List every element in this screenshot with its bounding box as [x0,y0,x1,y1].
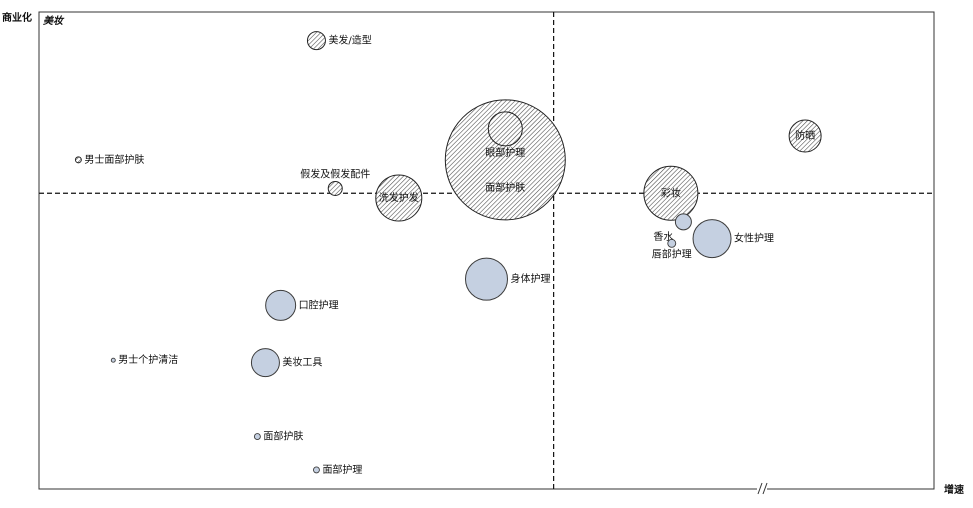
bubble-label-7: 彩妆 [661,186,681,199]
panel-title: 美妆 [43,15,65,27]
bubble-label-1: 男士面部护肤 [84,153,144,166]
bubble-4 [444,99,566,221]
bubble-3 [375,174,423,222]
bubble-label-13: 美妆工具 [282,356,322,369]
bubble-label-5: 眼部护理 [485,146,525,159]
bubble-label-15: 面部护肤 [263,430,303,443]
bubble-label-6: 防晒 [795,129,815,142]
bubble-layer [74,31,822,474]
bubble-label-3: 洗发护发 [379,191,419,204]
plot-frame [38,11,935,490]
bubble-15 [253,433,261,440]
bubble-7 [643,165,699,221]
bubble-10 [692,219,732,259]
y-axis-label: 商业化 [2,11,32,24]
bubble-label-9: 唇部护理 [652,247,692,260]
bubble-5 [487,111,523,147]
bubble-label-12: 口腔护理 [299,298,339,311]
bubble-label-16: 面部护理 [322,463,362,476]
bubble-label-8: 香水 [653,231,673,243]
bubble-label-10: 女性护理 [734,232,774,245]
bubble-label-0: 美发/造型 [328,34,371,47]
bubble-11 [465,257,508,301]
bubble-9 [667,238,677,248]
x-axis-label: 增速 [944,483,964,496]
bubble-16 [313,466,320,474]
bubble-label-14: 男士个护清洁 [118,353,178,366]
bubble-13 [250,348,280,378]
bubble-label-4: 面部护肤 [485,181,525,194]
bubble-label-11: 身体护理 [511,272,551,285]
label-layer: 美发/造型男士面部护肤假发及假发配件洗发护发面部护肤眼部护理防晒彩妆香水唇部护理… [84,34,815,476]
bubble-2 [327,180,343,196]
bubble-14 [110,357,116,363]
x-axis-break-mark [757,482,768,495]
bubble-8 [674,213,692,231]
bubble-0 [306,31,326,51]
bubble-12 [265,289,297,321]
bubble-label-2: 假发及假发配件 [300,167,370,180]
bubble-6 [788,119,822,153]
bubble-1 [74,156,82,164]
